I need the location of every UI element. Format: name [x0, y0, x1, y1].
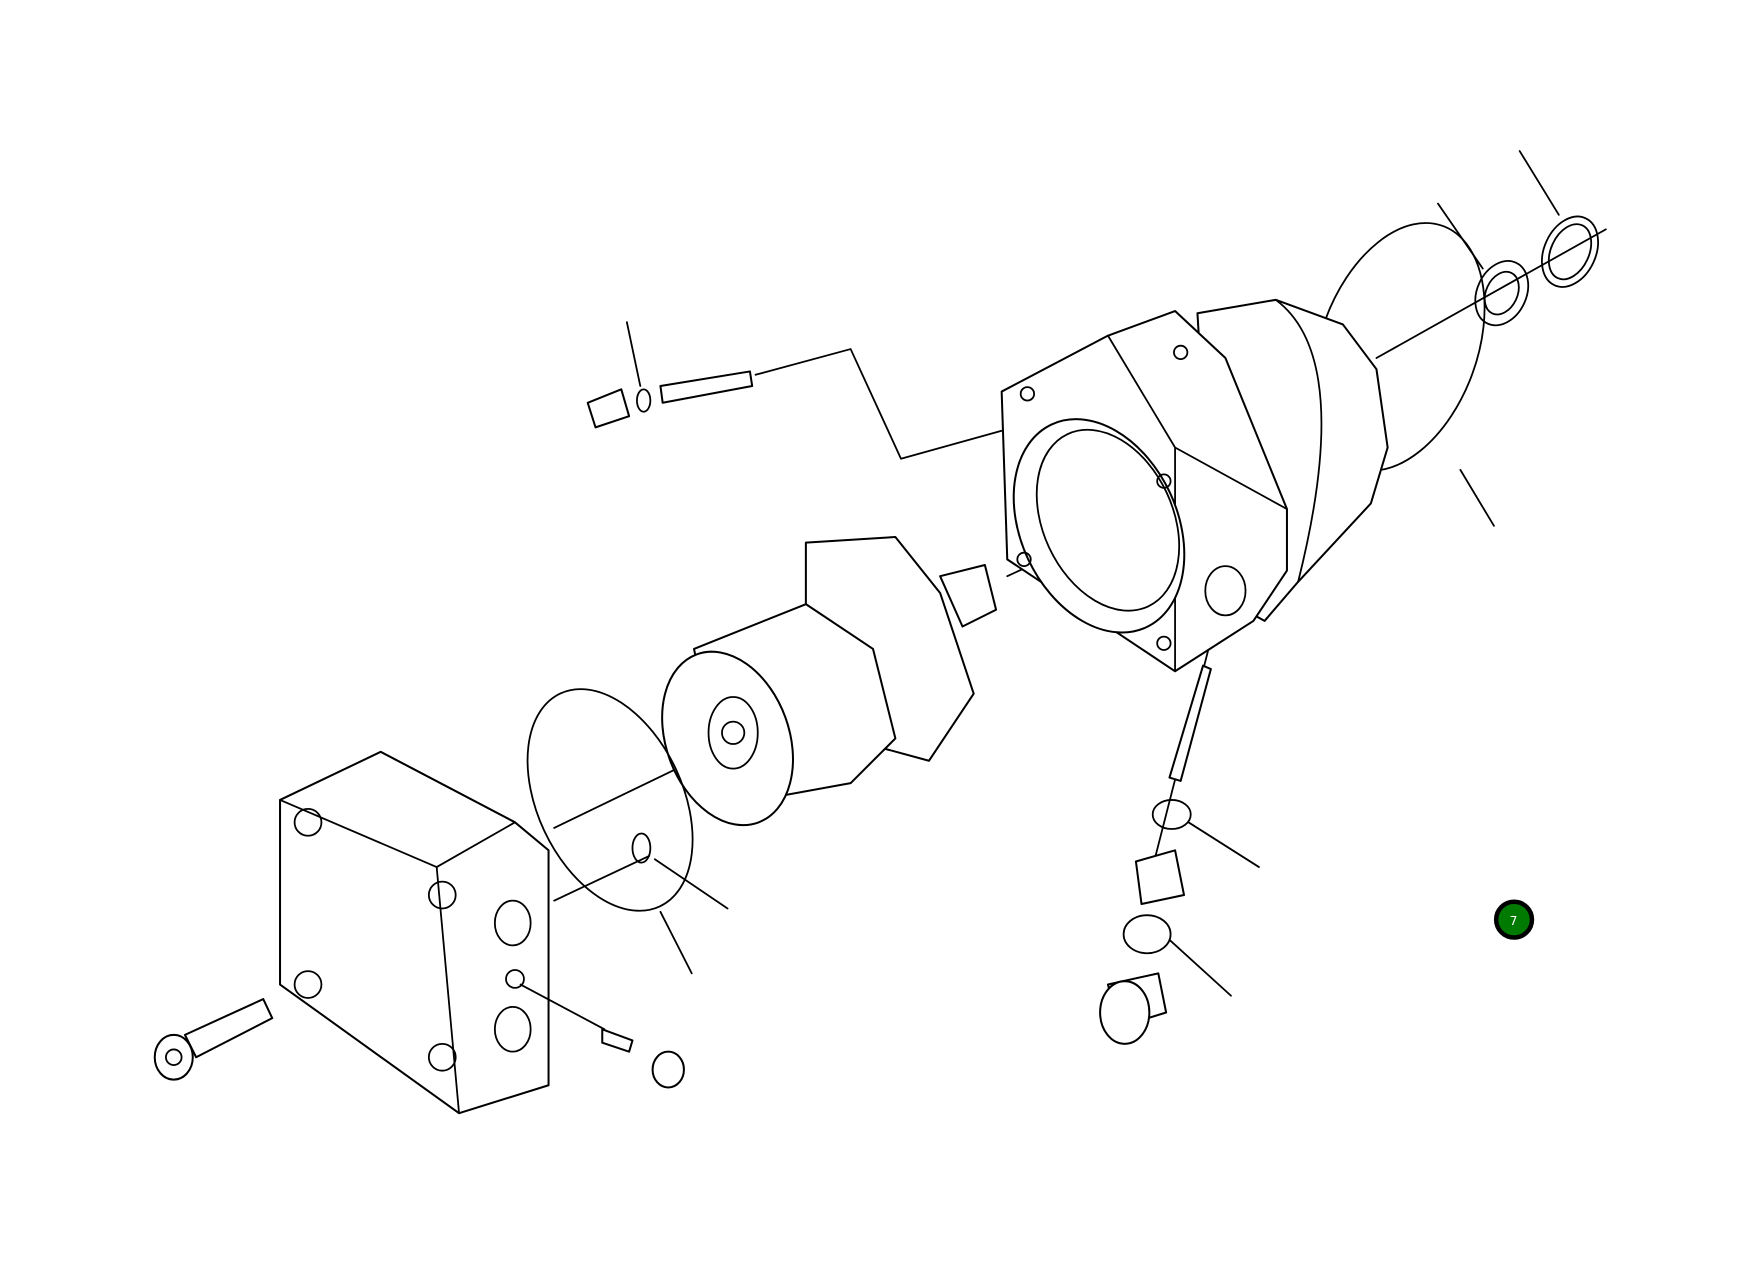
badge-circle	[1493, 899, 1535, 940]
rotor-group	[661, 536, 998, 827]
small-o-ring	[631, 832, 652, 864]
callout-badge[interactable]: 7	[1493, 899, 1535, 940]
small-valve-parts	[519, 983, 685, 1089]
badge-label: 7	[1510, 914, 1518, 928]
large-o-ring-left	[526, 688, 694, 912]
leader-line	[653, 858, 729, 910]
relief-valve-stack	[1099, 664, 1260, 1045]
cap-screw	[153, 998, 274, 1081]
snap-ring	[1518, 150, 1599, 288]
leader-line	[659, 910, 693, 975]
leader-line	[1459, 468, 1495, 527]
motor-housing	[1000, 298, 1389, 673]
end-cover	[279, 750, 550, 1115]
plug-and-pin	[586, 321, 1003, 460]
washer	[1437, 202, 1530, 327]
